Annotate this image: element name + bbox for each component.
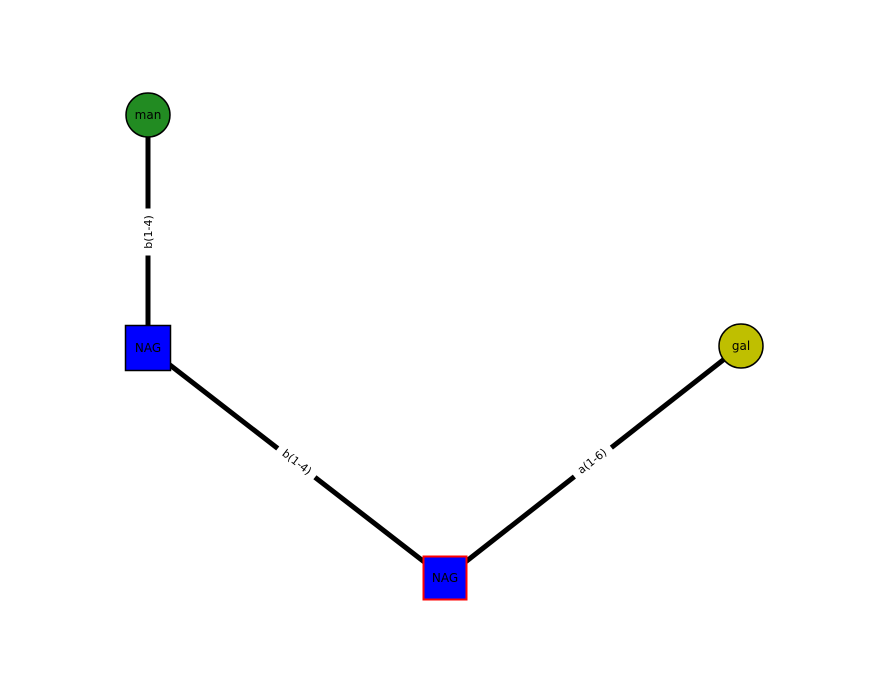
- node-man-circle: [125, 92, 171, 138]
- node-nag2-label: NAG: [432, 571, 458, 585]
- edge-label-nag1-nag2: b(1-4): [274, 441, 320, 483]
- edge-label-man-nag1: b(1-4): [138, 208, 158, 256]
- edge-label-nag2-gal: a(1-6): [569, 440, 615, 482]
- node-nag2-square: [422, 555, 468, 601]
- edge-label-bbox: [138, 208, 158, 256]
- edge-label-bbox: [569, 440, 615, 482]
- node-gal-circle: [718, 323, 764, 369]
- node-gal-label: gal: [732, 339, 750, 353]
- node-nag1-square: [124, 324, 172, 372]
- edge-label-text: b(1-4): [142, 215, 155, 249]
- edge-label-bbox: [274, 441, 320, 483]
- node-man-label: man: [135, 108, 162, 122]
- node-nag1-label: NAG: [135, 341, 161, 355]
